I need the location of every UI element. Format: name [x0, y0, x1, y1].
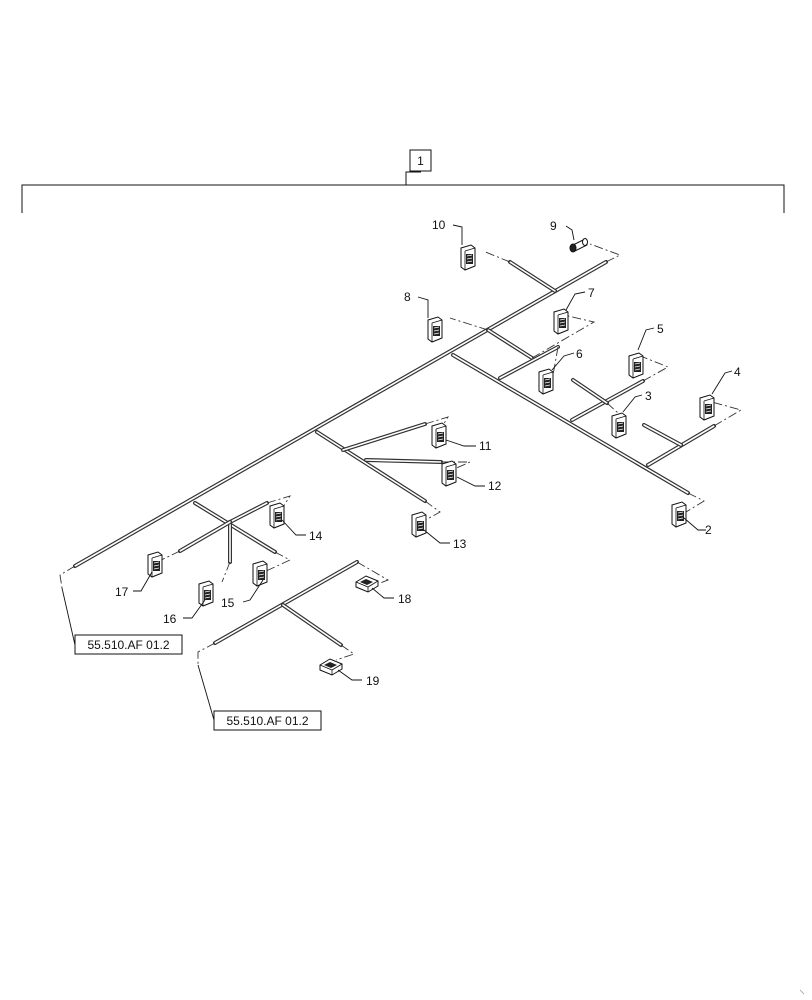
connector-icon-3	[611, 412, 627, 439]
callout-4: 4	[734, 365, 741, 379]
connector-icon-16	[198, 580, 214, 607]
callout-14: 14	[309, 529, 323, 543]
right-branch-wire	[451, 353, 690, 495]
reference-upper[interactable]: 55.510.AF 01.2	[61, 587, 183, 655]
callout-11: 11	[479, 439, 492, 453]
connector-6-branch-wire	[498, 345, 560, 380]
callout-7: 7	[588, 286, 595, 300]
leader-lines	[133, 224, 733, 681]
connector-11-branch-wire	[341, 422, 427, 452]
reference-lower[interactable]: 55.510.AF 01.2	[197, 664, 322, 731]
connector-icon-6	[538, 368, 554, 395]
callout-2: 2	[705, 523, 712, 537]
plug-icon-9	[569, 238, 588, 253]
callout-9: 9	[550, 219, 557, 233]
connector-10-branch-wire	[508, 260, 557, 293]
assembly-number: 1	[417, 154, 424, 168]
middle-branch-wire	[315, 430, 427, 503]
callout-5: 5	[657, 322, 664, 336]
callout-numbers: 2 3 4 5 6 7 8 9 10 11 12 13 14 15 16 17 …	[115, 218, 741, 688]
connector-icon-5	[628, 352, 644, 379]
connector-icon-4	[699, 394, 715, 421]
callout-13: 13	[453, 537, 467, 551]
reference-label: 55.510.AF 01.2	[87, 638, 169, 652]
callout-17: 17	[115, 585, 129, 599]
connector-12-branch-wire	[364, 458, 443, 464]
lower-harness-wire	[213, 560, 359, 647]
assembly-number-box: 1	[409, 149, 432, 172]
callout-3: 3	[645, 389, 652, 403]
lower-left-branch-wire	[178, 501, 277, 564]
connector-3-branch-wire	[571, 378, 609, 405]
reference-label: 55.510.AF 01.2	[226, 714, 308, 728]
callout-6: 6	[576, 347, 583, 361]
callout-8: 8	[404, 290, 411, 304]
connector-icon-17	[147, 551, 163, 578]
callout-12: 12	[488, 479, 502, 493]
connector-icon-14	[269, 502, 285, 529]
connector-7-branch-wire	[486, 328, 534, 360]
connector-icon-15	[252, 560, 268, 587]
sensor-icon-18	[355, 575, 379, 593]
callout-18: 18	[398, 592, 412, 606]
callout-10: 10	[432, 218, 446, 232]
connector-icon-7	[553, 308, 569, 335]
callout-16: 16	[163, 612, 177, 626]
main-harness	[73, 260, 716, 647]
connector-icon-8	[427, 316, 443, 343]
callout-19: 19	[366, 674, 380, 688]
main-trunk-wire	[73, 260, 608, 568]
callout-15: 15	[221, 596, 235, 610]
corner-mark	[799, 989, 805, 995]
connector-icon-13	[411, 511, 427, 538]
assembly-bracket	[21, 171, 785, 213]
connector-icon-2	[671, 501, 687, 528]
connector-icon-11	[431, 422, 447, 449]
connector-5-branch-wire	[570, 379, 645, 422]
connector-4-branch-wire	[642, 423, 716, 467]
connector-icon-12	[441, 460, 457, 487]
connector-icon-10	[460, 244, 476, 271]
sensor-icon-19	[319, 658, 343, 676]
